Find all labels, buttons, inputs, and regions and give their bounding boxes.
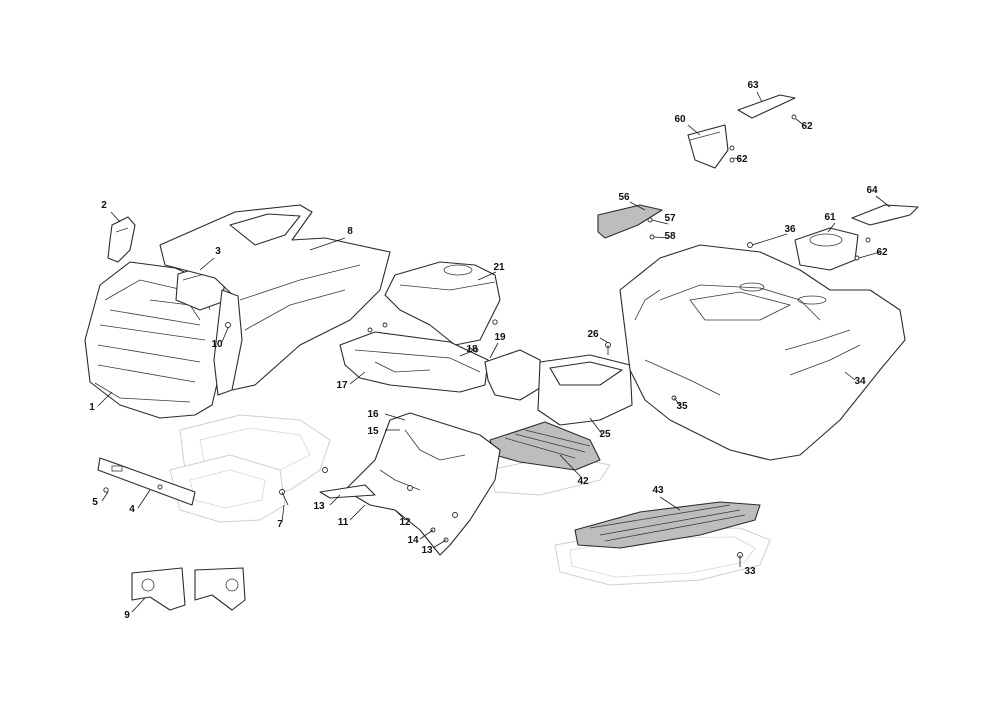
callout-label-p15: 15 [367,426,379,437]
part-43-foot-mat [574,501,761,549]
callout-label-p63: 63 [747,80,759,91]
leader-lines [97,91,891,613]
callout-label-p11: 11 [338,517,349,528]
callout-label-p35: 35 [676,401,688,412]
callout-label-p34: 34 [854,376,866,387]
callout-label-p43: 43 [652,485,664,496]
callout-label-p62c: 62 [876,247,888,258]
callout-label-p42: 42 [577,476,589,487]
callout-label-p14: 14 [407,535,419,546]
part-63-lid [737,94,796,119]
part-34-rear-fender [619,244,906,461]
callout-label-p3: 3 [215,246,221,257]
part-60-cup-holder [687,124,729,169]
callout-label-p1: 1 [89,402,95,413]
callout-label-p18: 18 [466,344,478,355]
part-10-side-panel [213,289,243,396]
callout-label-p19: 19 [494,332,506,343]
callout-label-p13b: 13 [421,545,433,556]
callout-label-p60: 60 [674,114,686,125]
part-11-console [319,412,501,556]
part-19-panel [473,347,546,401]
callout-label-p58: 58 [664,231,676,242]
part-21-dash-cover [384,261,501,346]
callout-label-p33: 33 [744,566,756,577]
callout-label-p56: 56 [618,192,630,203]
callout-label-p7: 7 [277,519,283,530]
callout-label-p16: 16 [367,409,379,420]
part-42-foot-plate [489,421,601,471]
part-9-side-covers [131,567,246,611]
callout-label-p10: 10 [211,339,223,350]
callout-label-p17: 17 [336,380,348,391]
callout-label-p21: 21 [493,262,505,273]
callout-label-p5: 5 [92,497,98,508]
part-2-bracket [107,216,136,263]
callout-label-p26: 26 [587,329,599,340]
callout-label-p64: 64 [866,185,878,196]
part-17-tray [339,331,489,393]
part-64-mat [851,204,919,226]
callout-label-p61: 61 [824,212,836,223]
callout-label-p57: 57 [664,213,676,224]
part-56-strip [597,204,663,239]
callout-label-p25: 25 [599,429,611,440]
callout-label-p12: 12 [399,517,411,528]
callout-label-p62b: 62 [736,154,748,165]
callout-label-p62a: 62 [801,121,813,132]
callout-label-p8: 8 [347,226,353,237]
part-25-seat-box [537,354,633,426]
callout-label-p2: 2 [101,200,107,211]
part-4-bracket-plate [97,457,196,506]
ghost-chassis [169,414,771,586]
callout-label-p13a: 13 [313,501,325,512]
callout-label-p4: 4 [129,504,135,515]
callout-label-p36: 36 [784,224,796,235]
part-61-storage-bin [794,227,859,271]
callout-label-p9: 9 [124,610,130,621]
